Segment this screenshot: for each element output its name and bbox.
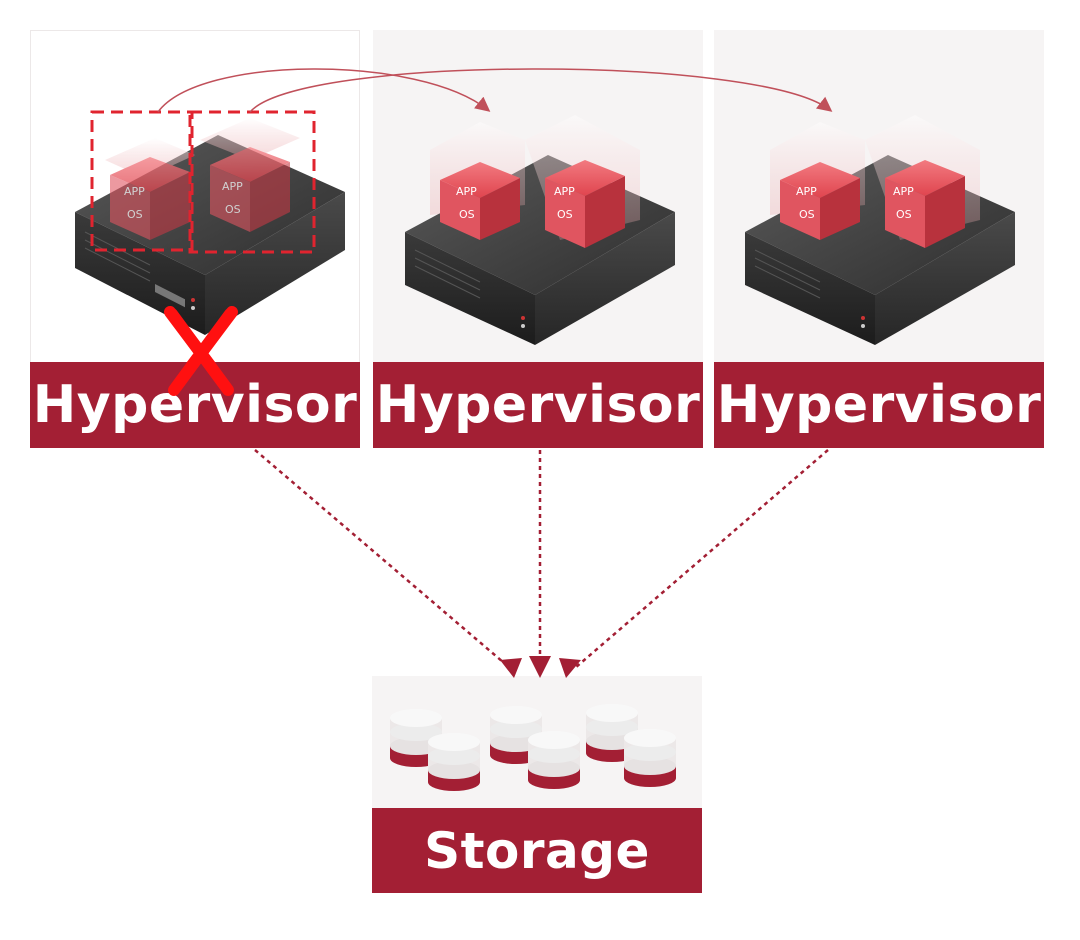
vm-icon: APP OS <box>865 115 980 248</box>
hypervisor-label-3: Hypervisor <box>714 362 1044 448</box>
vm-app-label: APP <box>796 185 817 198</box>
vm-app-label: APP <box>893 185 914 198</box>
vm-app-label: APP <box>222 180 243 193</box>
vm-selection-box <box>188 110 316 254</box>
vm-icon: APP OS <box>525 115 640 248</box>
vm-os-label: OS <box>459 208 475 221</box>
vm-selection-box <box>90 110 194 252</box>
vm-app-label: APP <box>124 185 145 198</box>
storage-label: Storage <box>372 808 702 893</box>
hypervisor-label-1: Hypervisor <box>30 362 360 448</box>
hypervisor-label-2: Hypervisor <box>373 362 703 448</box>
migration-arrow <box>157 68 491 113</box>
vm-icon: APP OS <box>430 122 525 240</box>
vm-app-label: APP <box>554 185 575 198</box>
migration-arrow <box>249 68 833 113</box>
storage-link-arrow <box>574 449 829 669</box>
vm-app-label: APP <box>456 185 477 198</box>
storage-link-arrow <box>254 449 511 669</box>
vm-os-label: OS <box>896 208 912 221</box>
database-icon <box>390 704 676 791</box>
vm-icon: APP OS <box>200 118 300 232</box>
vm-os-label: OS <box>225 203 241 216</box>
vm-icon: APP OS <box>770 122 865 240</box>
vm-os-label: OS <box>799 208 815 221</box>
vm-os-label: OS <box>127 208 143 221</box>
vm-icon: APP OS <box>105 138 195 240</box>
vm-os-label: OS <box>557 208 573 221</box>
